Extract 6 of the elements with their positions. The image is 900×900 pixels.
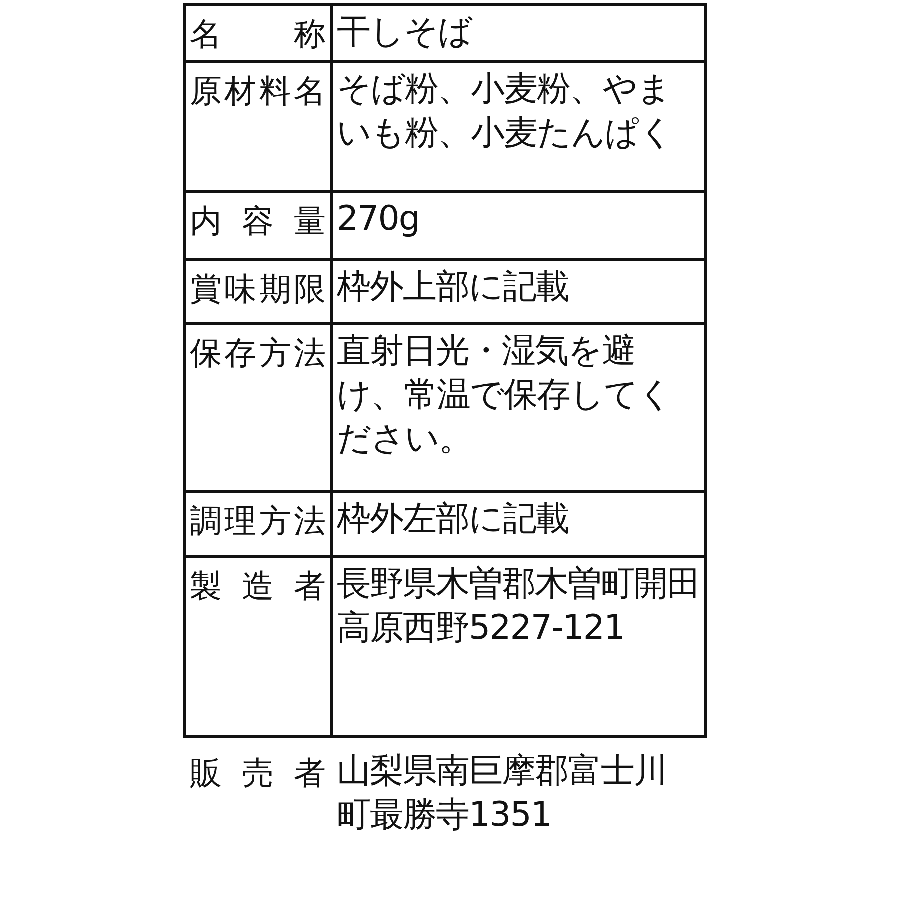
value-cell: 長野県木曽郡木曽町開田高原西野5227-121 — [330, 555, 707, 738]
label-text: 販売者 — [189, 753, 327, 794]
header-cell: 製造者 — [183, 555, 333, 738]
address-text: 山梨県南巨摩郡富士川町最勝寺1351 — [336, 750, 668, 837]
header-cell: 名称 — [183, 3, 333, 63]
value-cell: 干しそば — [330, 3, 707, 63]
